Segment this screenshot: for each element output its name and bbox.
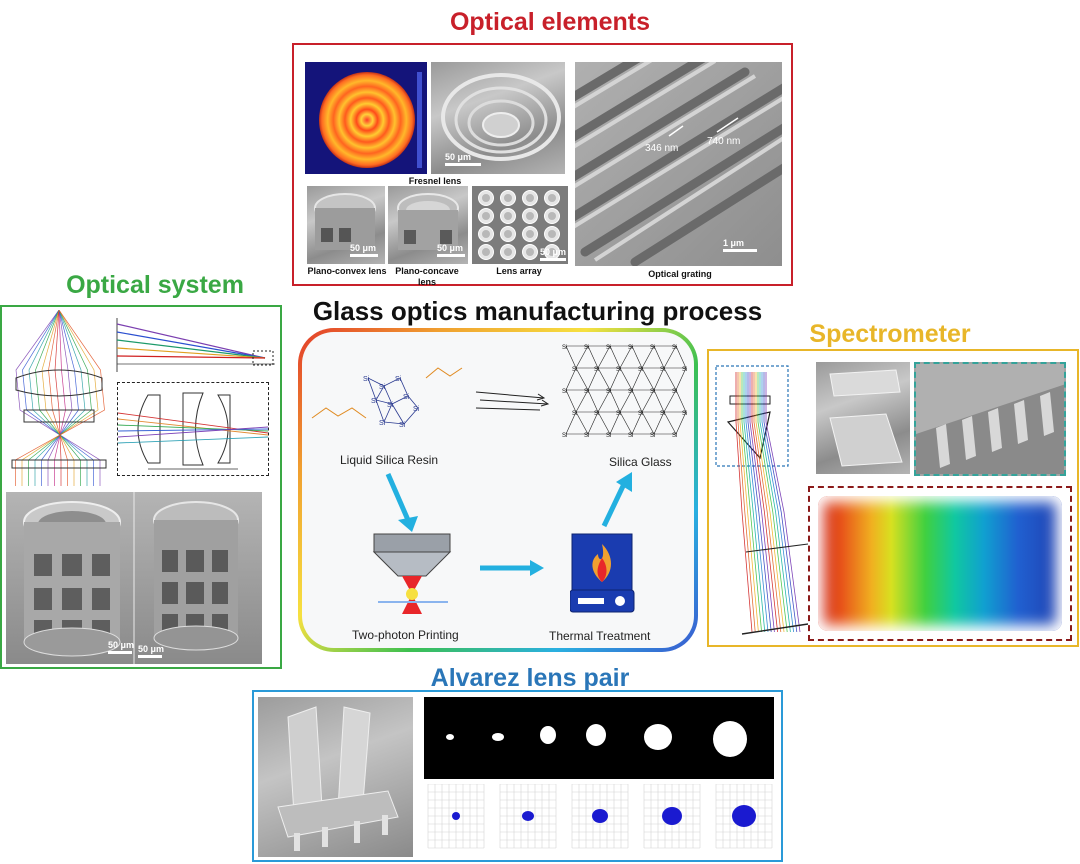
two-photon-label: Two-photon Printing bbox=[352, 628, 459, 642]
optical-elements-title: Optical elements bbox=[449, 8, 651, 36]
simulated-spot-cell bbox=[643, 783, 701, 849]
thermal-treatment-label: Thermal Treatment bbox=[549, 629, 651, 643]
svg-text:Si: Si bbox=[606, 433, 611, 439]
silica-glass-label: Silica Glass bbox=[609, 455, 672, 469]
grating-scale-bar: 1 μm bbox=[723, 238, 757, 252]
process-flow-arrows bbox=[380, 470, 650, 580]
svg-text:Si: Si bbox=[572, 411, 577, 417]
optical-grating-image bbox=[575, 62, 782, 266]
svg-text:Si: Si bbox=[616, 411, 621, 417]
svg-text:Si: Si bbox=[584, 345, 589, 351]
plano-concave-caption: Plano-concave lens bbox=[395, 266, 459, 287]
spectrometer-raytrace bbox=[712, 362, 810, 642]
svg-text:Si: Si bbox=[584, 433, 589, 439]
svg-text:Si: Si bbox=[638, 411, 643, 417]
alvarez-focal-spots bbox=[424, 697, 774, 779]
svg-text:Si: Si bbox=[379, 420, 386, 427]
svg-text:Si: Si bbox=[606, 389, 611, 395]
lens-raytrace-diagram bbox=[8, 309, 110, 488]
svg-text:Si: Si bbox=[682, 411, 687, 417]
simulated-spot-cell bbox=[715, 783, 773, 849]
fresnel-profile-map bbox=[305, 62, 427, 174]
svg-text:Si: Si bbox=[403, 394, 410, 401]
plano-concave-lens-image bbox=[388, 186, 468, 264]
zoomed-lens-diagram bbox=[117, 382, 269, 476]
process-title: Glass optics manufacturing process bbox=[312, 296, 763, 326]
svg-text:Si: Si bbox=[660, 411, 665, 417]
svg-text:Si: Si bbox=[672, 433, 677, 439]
plano-convex-lens-image bbox=[307, 186, 385, 264]
alvarez-title: Alvarez lens pair bbox=[430, 664, 630, 692]
svg-text:Si: Si bbox=[399, 422, 406, 429]
svg-text:Si: Si bbox=[682, 367, 687, 373]
svg-text:Si: Si bbox=[660, 367, 665, 373]
svg-text:Si: Si bbox=[616, 367, 621, 373]
svg-text:Si: Si bbox=[584, 389, 589, 395]
svg-text:Si: Si bbox=[650, 433, 655, 439]
svg-text:Si: Si bbox=[562, 433, 567, 439]
optical-system-title: Optical system bbox=[66, 271, 244, 299]
spectrum-gradient bbox=[818, 496, 1062, 631]
svg-text:Si: Si bbox=[650, 345, 655, 351]
plano-convex-caption: Plano-convex lens bbox=[307, 266, 387, 276]
polymerization-arrows bbox=[474, 384, 554, 412]
lens-array-caption: Lens array bbox=[496, 266, 542, 276]
svg-text:Si: Si bbox=[672, 345, 677, 351]
svg-text:Si: Si bbox=[638, 367, 643, 373]
fresnel-scale-bar: 50 μm bbox=[445, 152, 481, 166]
svg-text:Si: Si bbox=[628, 433, 633, 439]
svg-text:Si: Si bbox=[606, 345, 611, 351]
svg-text:Si: Si bbox=[371, 398, 378, 405]
spectrometer-panel bbox=[707, 349, 1079, 647]
simulated-spot-cell bbox=[499, 783, 557, 849]
svg-text:Si: Si bbox=[628, 389, 633, 395]
ray-fan-diagram bbox=[115, 318, 277, 372]
svg-text:Si: Si bbox=[562, 389, 567, 395]
svg-text:Si: Si bbox=[572, 367, 577, 373]
optical-elements-panel bbox=[292, 43, 793, 286]
svg-text:Si: Si bbox=[395, 376, 402, 383]
fresnel-rings-graphic bbox=[305, 62, 427, 174]
optical-grating-caption: Optical grating bbox=[648, 269, 712, 279]
fresnel-lens-sem-image bbox=[431, 62, 565, 174]
optical-system-scale-bar-1: 50 μm bbox=[108, 640, 134, 654]
simulated-spot-cell bbox=[571, 783, 629, 849]
svg-text:Si: Si bbox=[594, 367, 599, 373]
lens-array-scale-bar: 50 μm bbox=[540, 247, 566, 261]
svg-text:Si: Si bbox=[387, 402, 394, 409]
svg-text:Si: Si bbox=[413, 406, 420, 413]
thermal-furnace-icon bbox=[569, 532, 636, 618]
svg-text:Si: Si bbox=[672, 389, 677, 395]
alvarez-panel bbox=[252, 690, 783, 862]
svg-text:Si: Si bbox=[628, 345, 633, 351]
grating-period-label-346: 346 nm bbox=[645, 143, 679, 154]
grating-period-label-740: 740 nm bbox=[707, 136, 741, 147]
svg-text:Si: Si bbox=[363, 376, 370, 383]
spectrum-image bbox=[808, 486, 1072, 641]
alvarez-lens-sem-image bbox=[258, 697, 413, 857]
svg-text:Si: Si bbox=[379, 384, 386, 391]
svg-text:Si: Si bbox=[594, 411, 599, 417]
fresnel-lens-caption: Fresnel lens bbox=[408, 176, 462, 186]
spectrometer-grating-sem bbox=[914, 362, 1066, 476]
plano-concave-scale-bar: 50 μm bbox=[437, 243, 465, 257]
liquid-resin-label: Liquid Silica Resin bbox=[340, 453, 439, 467]
optical-system-panel bbox=[0, 305, 282, 669]
simulated-spot-cell bbox=[427, 783, 485, 849]
spectrometer-title: Spectrometer bbox=[809, 320, 971, 348]
svg-text:Si: Si bbox=[650, 389, 655, 395]
plano-convex-scale-bar: 50 μm bbox=[350, 243, 378, 257]
alvarez-simulated-spots bbox=[424, 783, 774, 856]
two-photon-printer-icon bbox=[368, 532, 456, 626]
optical-system-scale-bar-2: 50 μm bbox=[138, 644, 164, 658]
lens-array-image bbox=[472, 186, 568, 264]
spectrometer-prism-sem bbox=[816, 362, 910, 474]
svg-text:Si: Si bbox=[562, 345, 567, 351]
stacked-lens-sem-image bbox=[6, 492, 262, 664]
